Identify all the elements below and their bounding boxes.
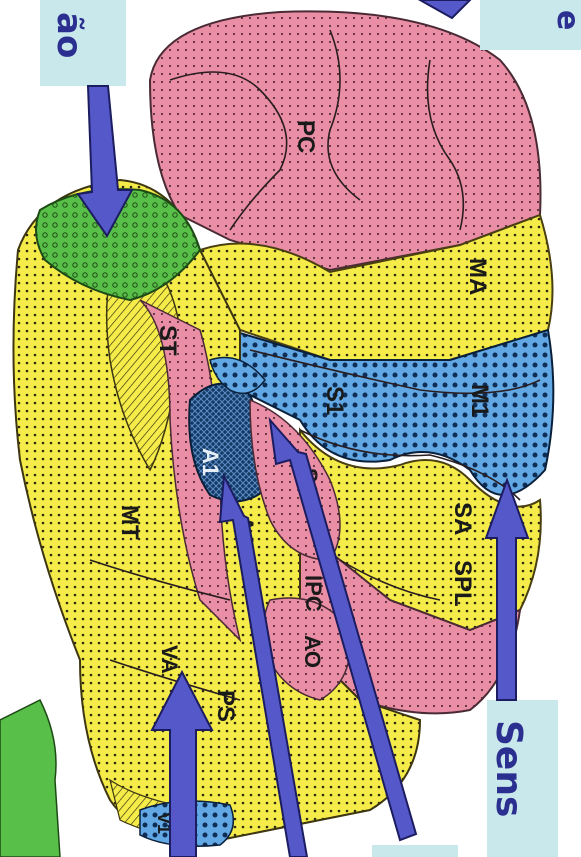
label-ma: MA (464, 258, 491, 295)
label-sa: SA (449, 502, 476, 535)
label-va: VA (157, 645, 182, 674)
callout-right-text: Sens (488, 720, 529, 817)
callout-top-right-text: e (550, 10, 581, 30)
label-ps: PS (212, 690, 239, 722)
label-pc: PC (292, 120, 319, 153)
label-spl: SPL (449, 560, 476, 607)
callout-left-text: ão (49, 12, 89, 58)
callout-bottom-box (372, 845, 458, 857)
label-mt: MT (116, 505, 143, 540)
label-s1: S1 (321, 386, 348, 415)
label-m1: M1 (466, 384, 493, 417)
callout-top-right: e (480, 0, 581, 50)
label-ipc: IPC (301, 575, 326, 612)
label-a1: A1 (198, 448, 223, 476)
label-ao: AO (300, 635, 325, 668)
label-st: ST (154, 325, 181, 356)
callout-left: ão (40, 0, 126, 86)
callout-right: Sens (487, 700, 558, 857)
